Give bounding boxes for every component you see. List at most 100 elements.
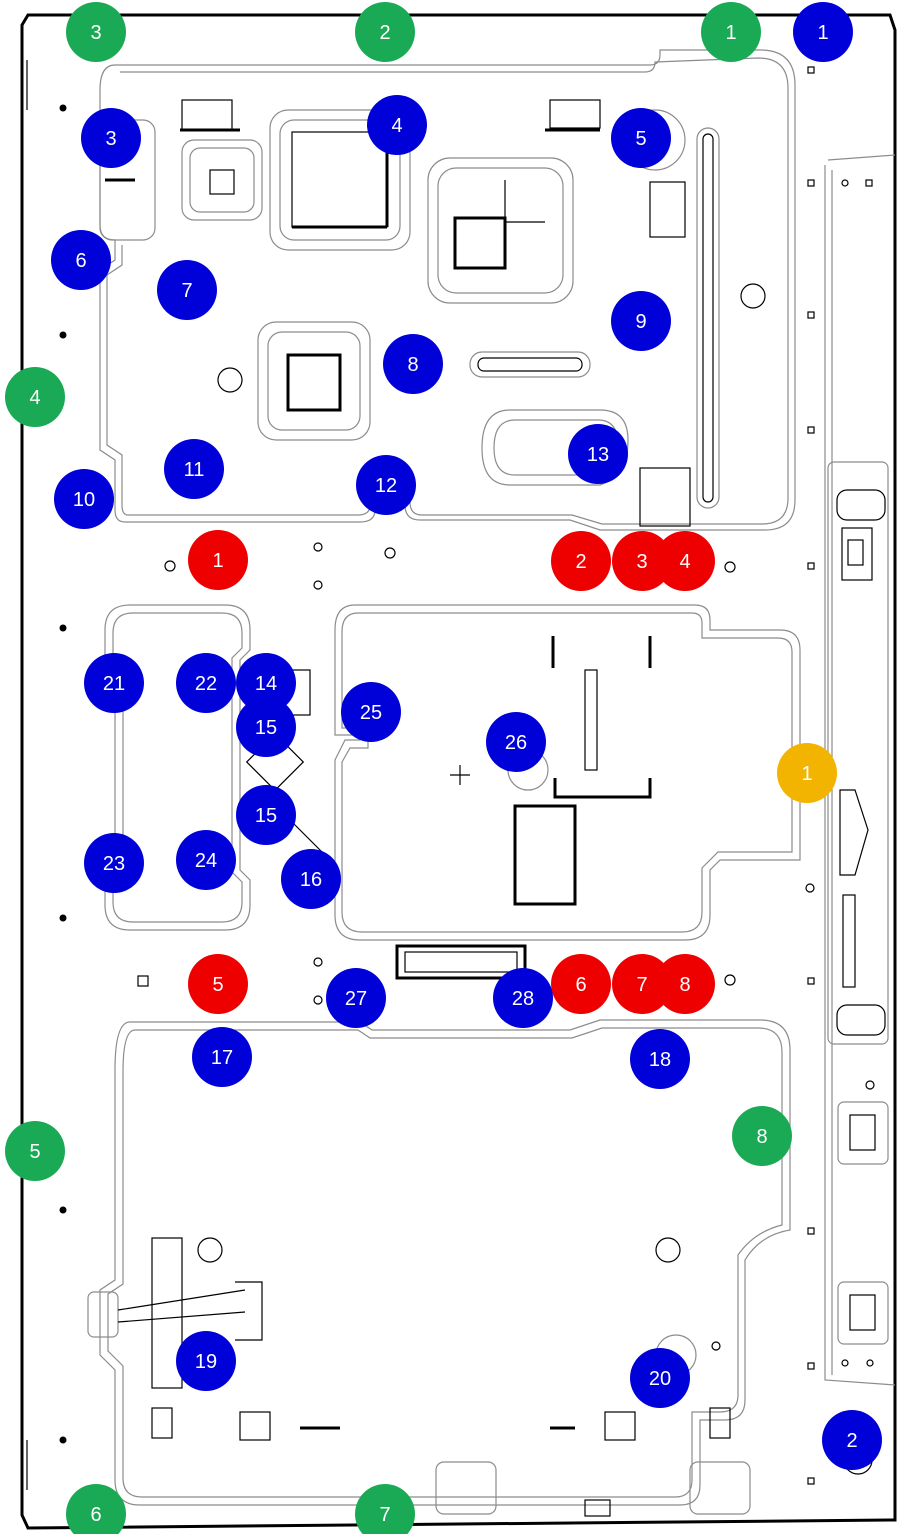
chip-middle-left [217, 321, 371, 441]
blue-marker-5: 5 [611, 108, 671, 168]
blue-marker-21: 21 [84, 653, 144, 713]
blue-marker-26: 26 [486, 712, 546, 772]
green-marker-circle [5, 1121, 65, 1181]
blue-marker-14: 14 [236, 653, 296, 713]
blue-marker-16: 16 [281, 849, 341, 909]
blue-marker-label: 21 [103, 673, 125, 695]
blue-marker-27: 27 [326, 968, 386, 1028]
blue-marker-circle [486, 712, 546, 772]
blue-marker-circle [281, 849, 341, 909]
green-marker-circle [5, 367, 65, 427]
green-marker-label: 5 [29, 1141, 40, 1163]
blue-marker-4: 4 [367, 95, 427, 155]
blue-marker-label: 2 [846, 1430, 857, 1452]
blue-marker-label: 7 [181, 280, 192, 302]
blue-marker-circle [630, 1348, 690, 1408]
blue-marker-25: 25 [341, 682, 401, 742]
red-marker-4: 4 [655, 531, 715, 591]
middle-center-board [334, 604, 801, 980]
red-marker-circle [655, 954, 715, 1014]
blue-marker-circle [51, 230, 111, 290]
blue-marker-circle [236, 697, 296, 757]
blue-marker-22: 22 [176, 653, 236, 713]
green-marker-1: 1 [701, 2, 761, 62]
blue-marker-15: 15 [236, 785, 296, 845]
slot-horizontal [469, 351, 591, 378]
red-marker-label: 8 [679, 974, 690, 996]
blue-marker-label: 13 [587, 444, 609, 466]
red-marker-5: 5 [188, 954, 248, 1014]
blue-marker-23: 23 [84, 833, 144, 893]
blue-marker-12: 12 [356, 455, 416, 515]
blue-marker-circle [630, 1029, 690, 1089]
blue-marker-label: 23 [103, 853, 125, 875]
green-marker-label: 6 [90, 1504, 101, 1526]
red-marker-7: 7 [612, 954, 672, 1014]
blue-marker-8: 8 [383, 334, 443, 394]
blue-marker-label: 15 [255, 717, 277, 739]
red-marker-circle [188, 530, 248, 590]
red-marker-1: 1 [188, 530, 248, 590]
connector-block-left [99, 99, 263, 241]
blue-marker-circle [54, 469, 114, 529]
blue-marker-7: 7 [157, 260, 217, 320]
blue-marker-24: 24 [176, 830, 236, 890]
green-marker-4: 4 [5, 367, 65, 427]
red-marker-circle [612, 954, 672, 1014]
green-marker-circle [66, 1484, 126, 1534]
blue-marker-circle [84, 833, 144, 893]
blue-marker-circle [568, 424, 628, 484]
blue-marker-circle [176, 830, 236, 890]
red-marker-circle [612, 531, 672, 591]
blue-marker-1: 1 [793, 2, 853, 62]
red-marker-6: 6 [551, 954, 611, 1014]
blue-marker-label: 26 [505, 732, 527, 754]
blue-marker-label: 16 [300, 869, 322, 891]
blue-marker-13: 13 [568, 424, 628, 484]
orange-marker-label: 1 [801, 763, 812, 785]
blue-marker-label: 3 [105, 128, 116, 150]
green-marker-label: 1 [725, 22, 736, 44]
blue-marker-label: 17 [211, 1047, 233, 1069]
blue-marker-circle [493, 968, 553, 1028]
blue-marker-label: 10 [73, 489, 95, 511]
blue-marker-18: 18 [630, 1029, 690, 1089]
chip-right-top [427, 99, 686, 304]
blue-marker-circle [367, 95, 427, 155]
chip-large-top [269, 109, 411, 251]
red-marker-label: 3 [636, 551, 647, 573]
blue-marker-20: 20 [630, 1348, 690, 1408]
green-marker-label: 2 [379, 22, 390, 44]
blue-marker-label: 11 [184, 459, 205, 481]
blue-marker-2: 2 [822, 1410, 882, 1470]
green-marker-circle [66, 2, 126, 62]
blue-marker-label: 15 [255, 805, 277, 827]
blue-marker-6: 6 [51, 230, 111, 290]
blue-marker-circle [176, 653, 236, 713]
green-marker-label: 4 [29, 387, 40, 409]
lower-board-outline [87, 1019, 791, 1517]
green-marker-label: 8 [756, 1126, 767, 1148]
red-marker-8: 8 [655, 954, 715, 1014]
blue-marker-circle [356, 455, 416, 515]
blue-marker-circle [236, 785, 296, 845]
green-marker-circle [355, 2, 415, 62]
blue-marker-label: 5 [635, 128, 646, 150]
red-marker-label: 2 [575, 551, 586, 573]
red-marker-3: 3 [612, 531, 672, 591]
blue-marker-label: 6 [75, 250, 86, 272]
blue-marker-label: 4 [391, 115, 402, 137]
blue-marker-circle [326, 968, 386, 1028]
green-marker-7: 7 [355, 1484, 415, 1534]
blue-marker-label: 18 [649, 1049, 671, 1071]
red-marker-label: 1 [212, 550, 223, 572]
blue-marker-label: 28 [512, 988, 534, 1010]
red-marker-circle [551, 954, 611, 1014]
green-marker-6: 6 [66, 1484, 126, 1534]
vertical-slot [696, 127, 766, 509]
blue-marker-label: 25 [360, 702, 382, 724]
blue-marker-circle [611, 108, 671, 168]
blue-marker-19: 19 [176, 1331, 236, 1391]
red-marker-2: 2 [551, 531, 611, 591]
